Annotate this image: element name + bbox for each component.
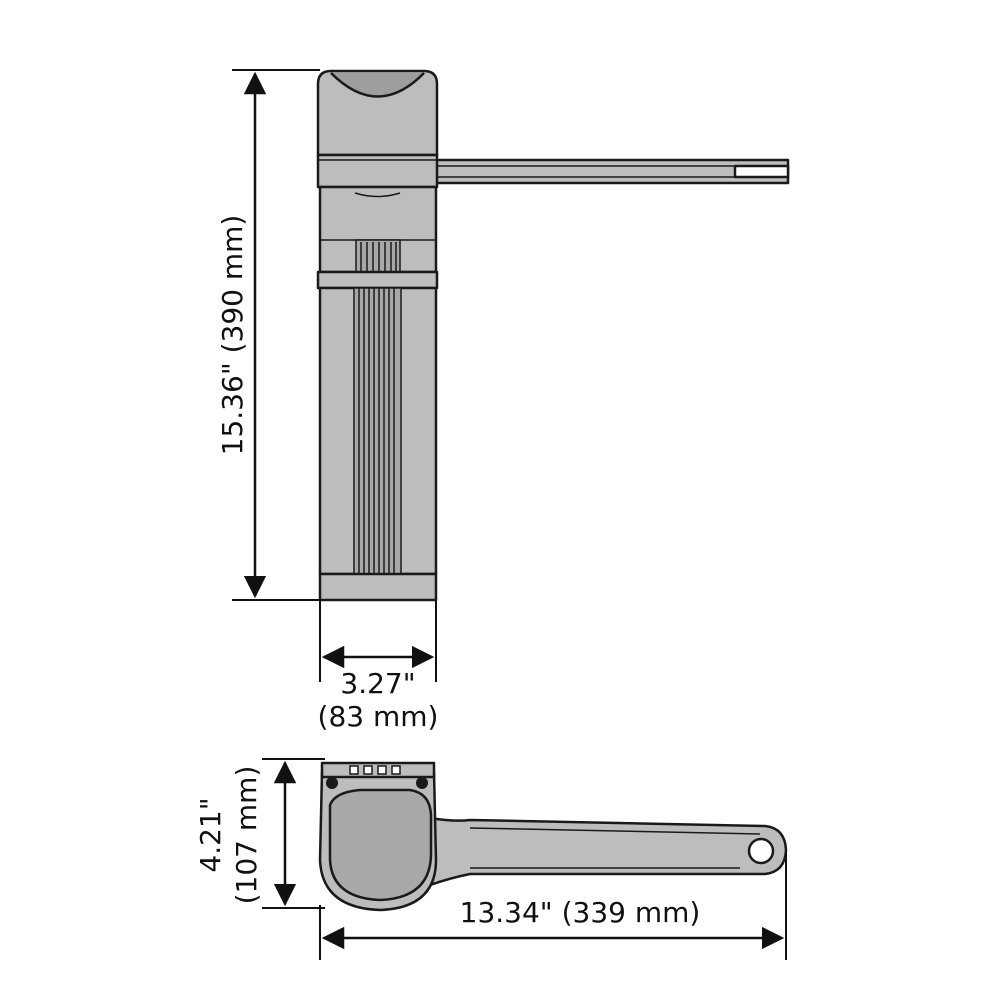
connector-pins	[349, 765, 401, 775]
middle-band	[316, 270, 439, 290]
front-view	[232, 69, 790, 682]
arm-eye-hole	[747, 837, 775, 865]
depth-label-metric: (107 mm)	[230, 766, 263, 905]
column-ribs	[353, 287, 402, 575]
top-view	[262, 758, 788, 960]
mount-screw-right	[416, 777, 428, 789]
upper-ribs	[355, 239, 401, 273]
mount-screw-left	[326, 777, 338, 789]
depth-label-inch: 4.21"	[194, 797, 227, 872]
column-base	[318, 572, 438, 602]
top-cap	[316, 69, 439, 157]
height-label: 15.36" (390 mm)	[216, 215, 249, 456]
width-label-metric: (83 mm)	[318, 700, 439, 733]
top-housing-inner	[328, 788, 433, 902]
length-label: 13.34" (339 mm)	[460, 896, 701, 929]
width-label-inch: 3.27"	[340, 667, 415, 700]
front-arm	[418, 158, 790, 185]
